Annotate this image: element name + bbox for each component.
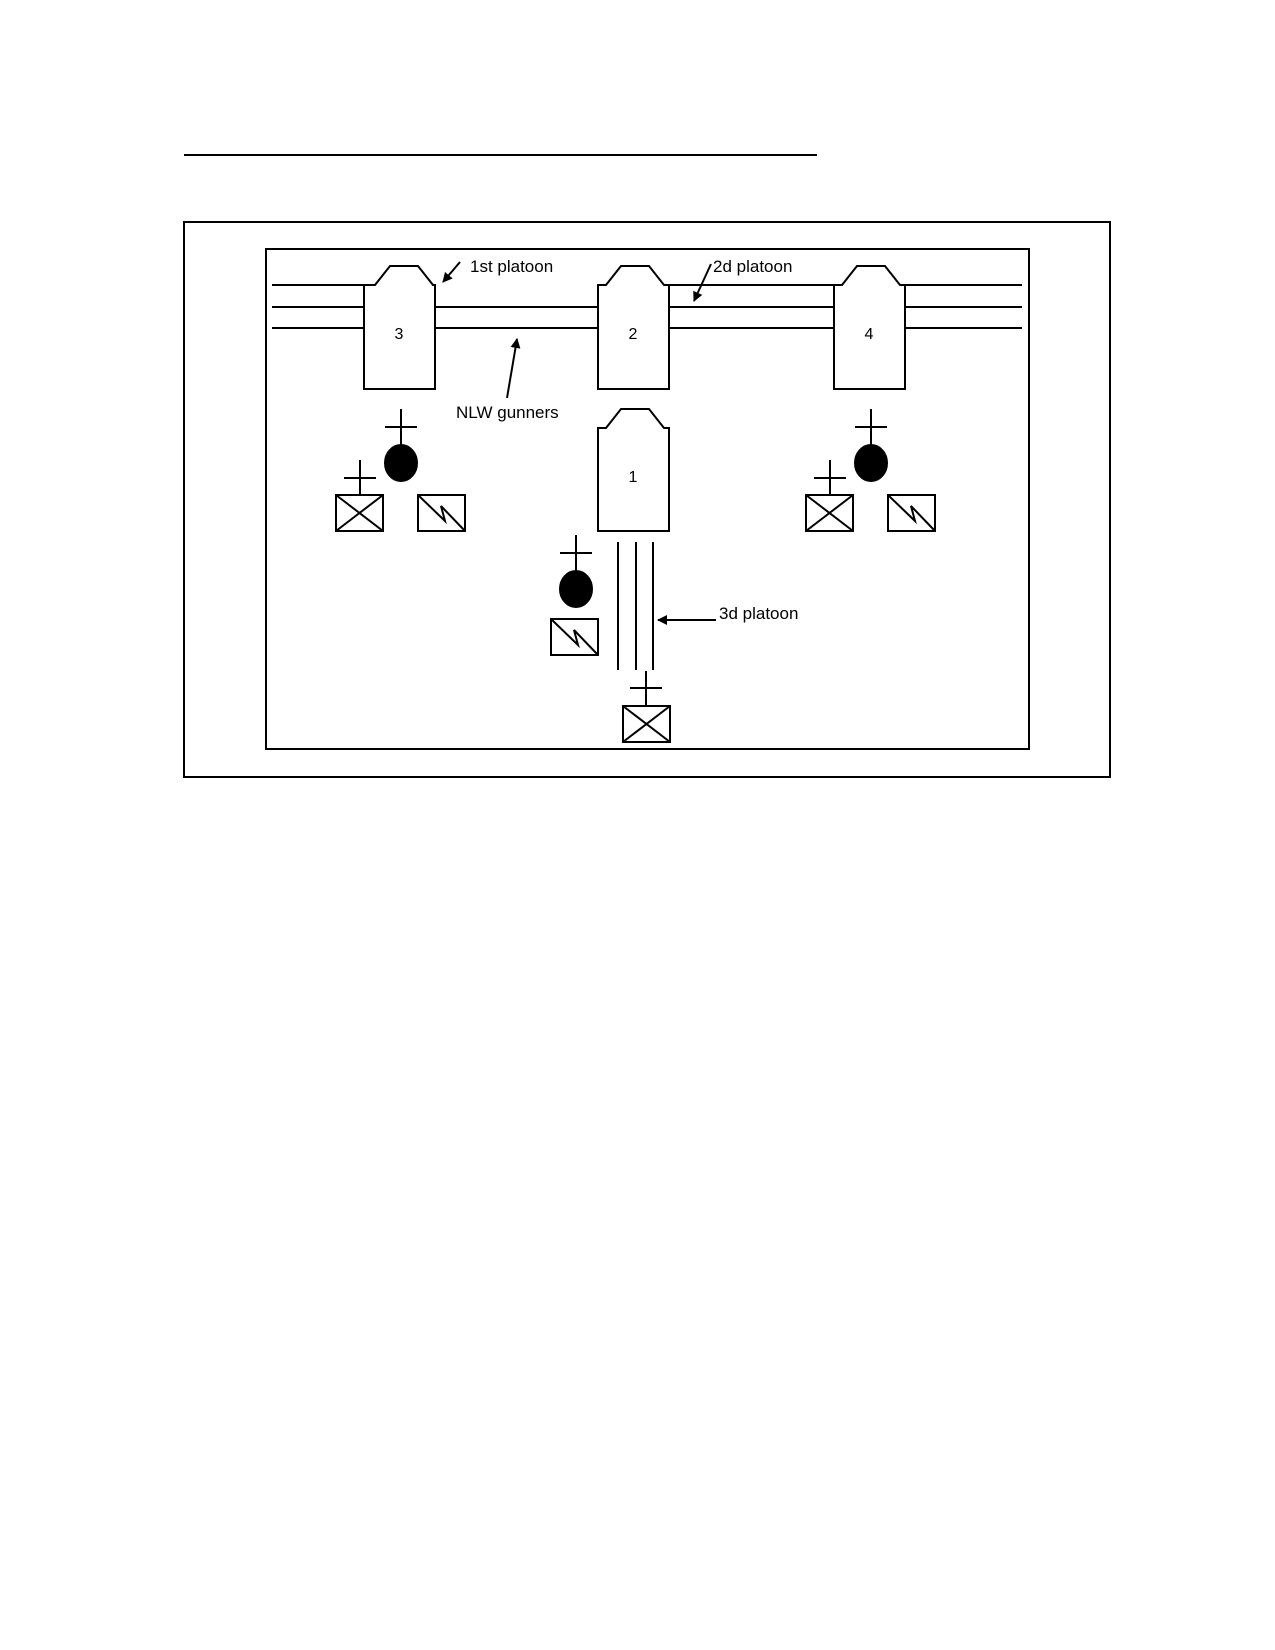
vehicle-label: 3 [395, 326, 404, 343]
vehicle-1: 1 [597, 408, 670, 532]
infantry-unit-icon [805, 460, 854, 532]
label-arrows [442, 261, 716, 625]
platoon-lines-vertical [617, 542, 654, 670]
platoon-leader-icon [854, 409, 888, 482]
nlw-gunners-label: NLW gunners [456, 403, 559, 422]
vehicle-label: 2 [629, 326, 638, 343]
signal-unit-icon [887, 494, 936, 532]
second-platoon-arrow [693, 263, 712, 302]
signal-unit-icon [417, 494, 466, 532]
platoon-leader-icon [559, 535, 593, 608]
platoon-leader-icon [384, 409, 418, 482]
nlw-gunners-arrow [506, 338, 521, 399]
figure-frame [183, 221, 1111, 778]
infantry-unit-icon [622, 671, 671, 743]
vehicle-label: 4 [865, 326, 874, 343]
infantry-unit-icon [335, 460, 384, 532]
third-platoon-label: 3d platoon [719, 604, 798, 623]
first-platoon-label: 1st platoon [470, 257, 553, 276]
street-area [265, 248, 1030, 750]
vehicle-3: 3 [363, 265, 436, 390]
vehicle-2: 2 [597, 265, 670, 390]
first-platoon-arrow [442, 261, 461, 283]
platoon-lines-horizontal [272, 284, 1022, 329]
vehicle-4: 4 [833, 265, 906, 390]
signal-unit-icon [550, 618, 599, 656]
vehicle-label: 1 [629, 469, 638, 486]
second-platoon-label: 2d platoon [713, 257, 792, 276]
